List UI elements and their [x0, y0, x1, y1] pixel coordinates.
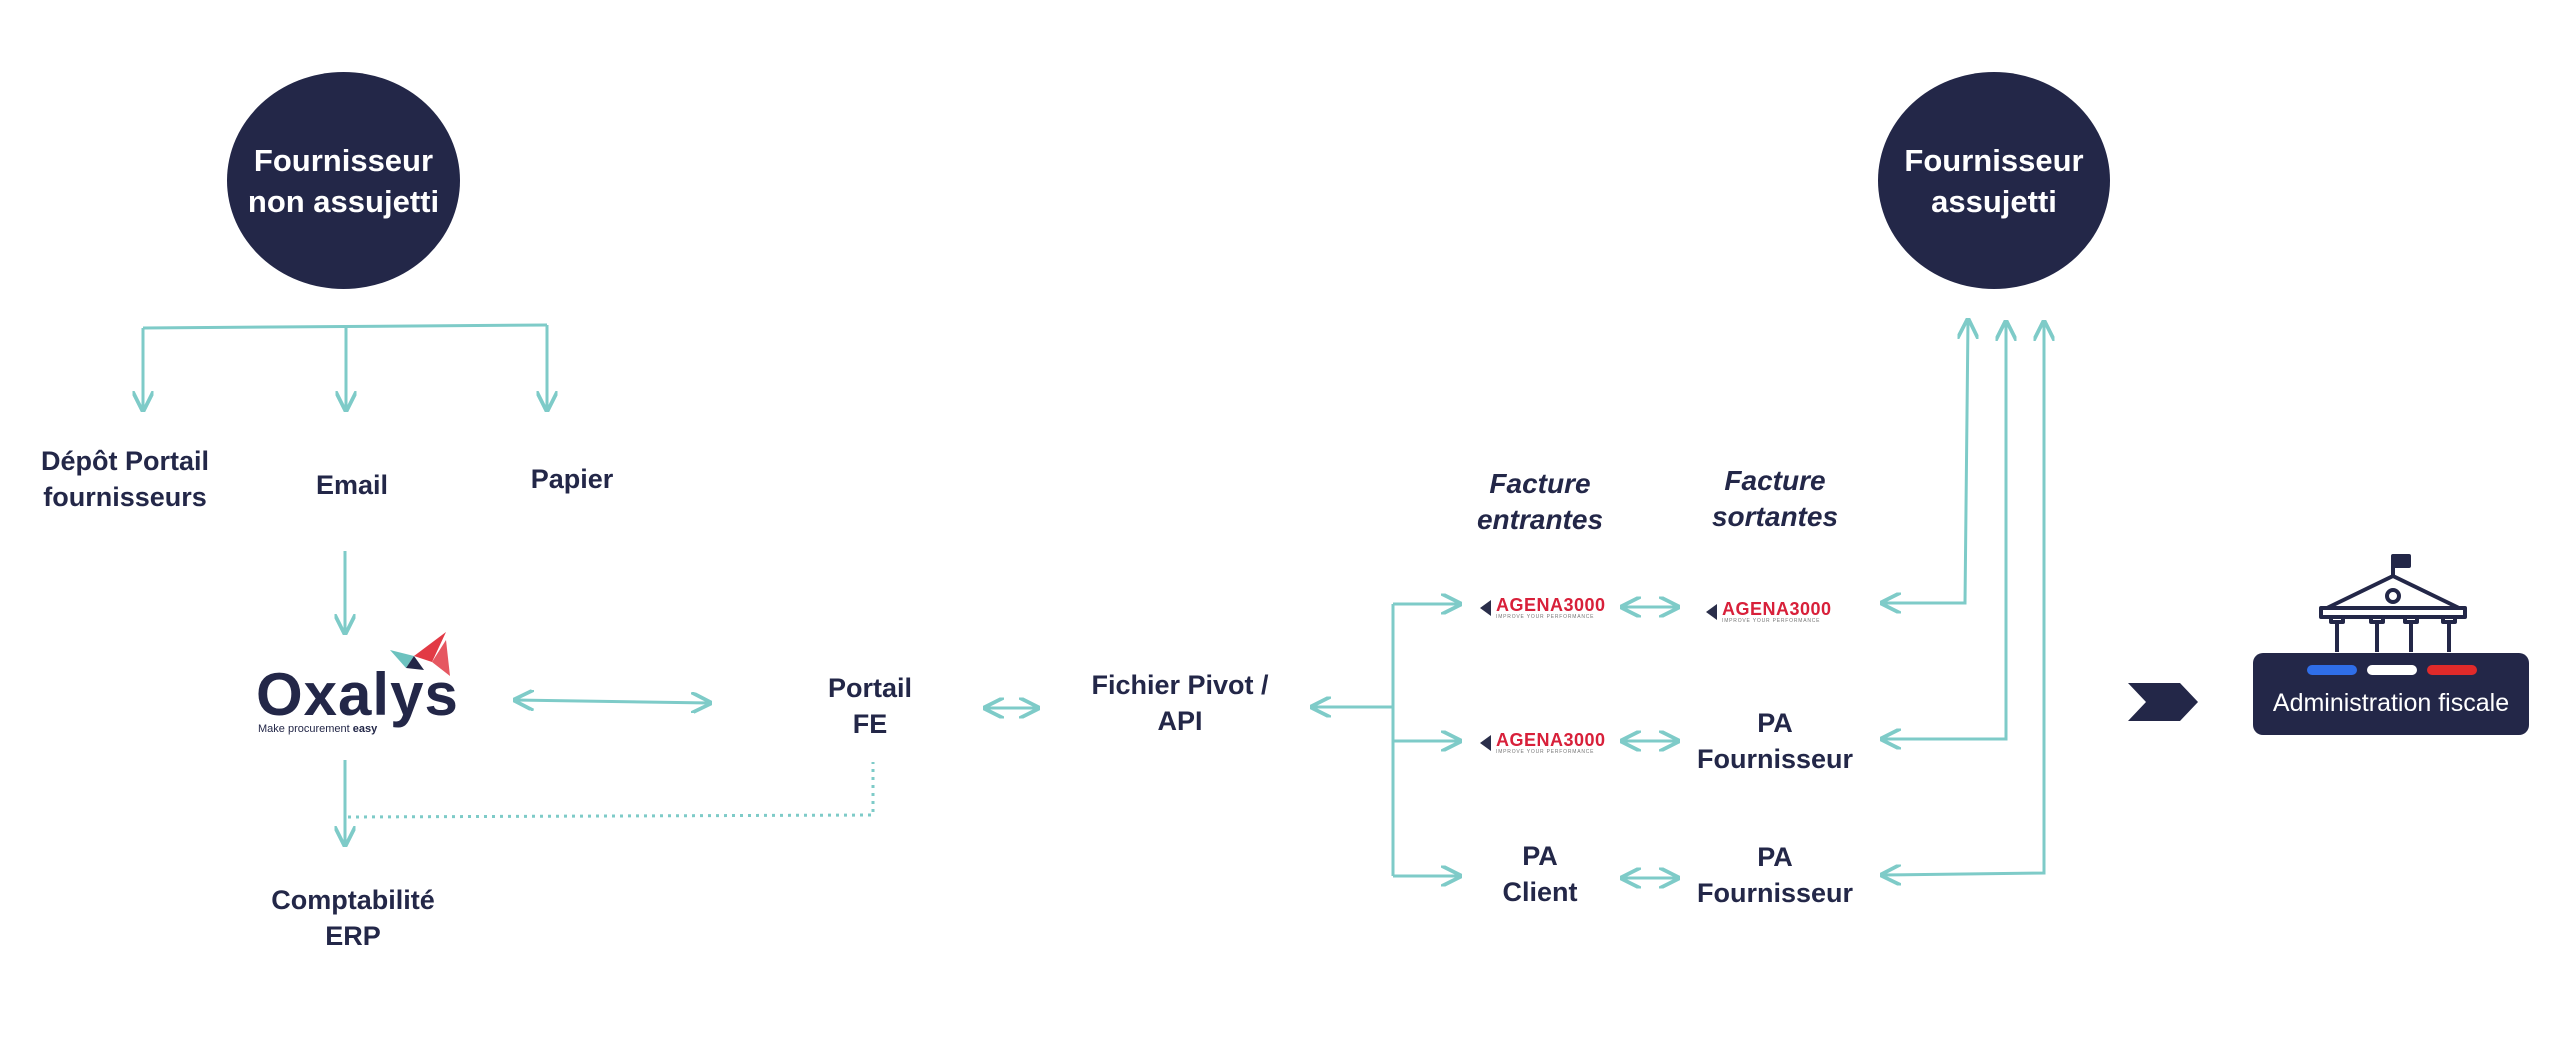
node-line: Dépôt Portail — [40, 446, 209, 476]
agena-name: AGENA3000 — [1722, 599, 1832, 619]
node-pa-fournisseur-1: PA Fournisseur — [1690, 705, 1860, 777]
connector-row1-up — [1882, 320, 1968, 603]
node-line: Fournisseur — [1904, 142, 2084, 178]
node-line: sortantes — [1711, 501, 1839, 532]
node-line: Comptabilité — [271, 885, 435, 915]
agena-mark-icon — [1706, 604, 1717, 620]
agena-logo-row2: AGENA3000 IMPROVE YOUR PERFORMANCE — [1480, 731, 1606, 755]
connector-row2-up — [1882, 322, 2006, 739]
node-line: Fournisseur — [253, 142, 434, 178]
node-line: Fichier Pivot / — [1091, 670, 1269, 700]
node-administration-fiscale: Administration fiscale — [2272, 689, 2510, 717]
chevron-right-icon — [2128, 683, 2198, 721]
node-line: Facture — [1489, 468, 1591, 499]
node-line: assujetti — [1931, 183, 2057, 219]
oxalys-tagline-prefix: Make procurement — [258, 723, 353, 735]
agena-tagline: IMPROVE YOUR PERFORMANCE — [1496, 614, 1595, 620]
node-fichier-pivot: Fichier Pivot / API — [1060, 667, 1300, 739]
agena-name: AGENA3000 — [1496, 595, 1606, 615]
oxalys-logo: Oxalys Make procurement easy — [256, 632, 459, 736]
connector-oxalys-portail — [515, 700, 710, 703]
node-line: Client — [1502, 877, 1578, 907]
agena-name: AGENA3000 — [1496, 730, 1606, 750]
node-line: API — [1157, 706, 1203, 736]
node-line: FE — [852, 709, 888, 739]
node-portail-fe: Portail FE — [800, 670, 940, 742]
agena-mark-icon — [1480, 735, 1491, 751]
node-comptabilite: Comptabilité ERP — [250, 882, 456, 954]
oxalys-tagline: Make procurement easy — [258, 723, 377, 735]
agena-tagline: IMPROVE YOUR PERFORMANCE — [1496, 749, 1595, 755]
french-flag-bars — [2307, 665, 2477, 675]
node-line: non assujetti — [247, 183, 440, 219]
agena-logo-entrantes: AGENA3000 IMPROVE YOUR PERFORMANCE — [1480, 596, 1606, 620]
agena-mark-icon — [1480, 600, 1491, 616]
node-line: PA — [1522, 841, 1558, 871]
node-facture-sortantes: Facture sortantes — [1695, 463, 1855, 535]
node-line: PA — [1757, 708, 1793, 738]
oxalys-bird-icon — [390, 632, 450, 676]
node-line: Facture — [1724, 465, 1826, 496]
node-line: PA — [1757, 842, 1793, 872]
administration-fiscale-box: Administration fiscale — [2253, 653, 2529, 735]
agena-tagline: IMPROVE YOUR PERFORMANCE — [1722, 618, 1821, 624]
node-fournisseur-non-assujetti: Fournisseur non assujetti — [227, 72, 460, 289]
node-line: ERP — [325, 921, 381, 951]
node-fournisseur-assujetti: Fournisseur assujetti — [1878, 72, 2110, 289]
node-pa-fournisseur-2: PA Fournisseur — [1690, 839, 1860, 911]
government-building-icon — [2319, 554, 2467, 652]
node-pa-client: PA Client — [1470, 838, 1610, 910]
connector-bracket-top — [142, 323, 548, 330]
node-line: Fournisseur — [1696, 878, 1854, 908]
oxalys-wordmark: Oxalys — [256, 661, 459, 728]
node-line: fournisseurs — [43, 482, 207, 512]
agena-logo-sortantes: AGENA3000 IMPROVE YOUR PERFORMANCE — [1706, 600, 1832, 624]
node-line: Fournisseur — [1696, 744, 1854, 774]
connector-erp-portail-dotted — [347, 762, 875, 819]
node-depot-portail: Dépôt Portail fournisseurs — [22, 443, 228, 515]
node-email: Email — [315, 470, 389, 500]
node-facture-entrantes: Facture entrantes — [1460, 466, 1620, 538]
connector-row3-up — [1882, 322, 2044, 875]
node-line: Portail — [827, 673, 913, 703]
oxalys-tagline-bold: easy — [352, 723, 378, 735]
node-papier: Papier — [530, 464, 614, 494]
node-line: entrantes — [1476, 504, 1604, 535]
